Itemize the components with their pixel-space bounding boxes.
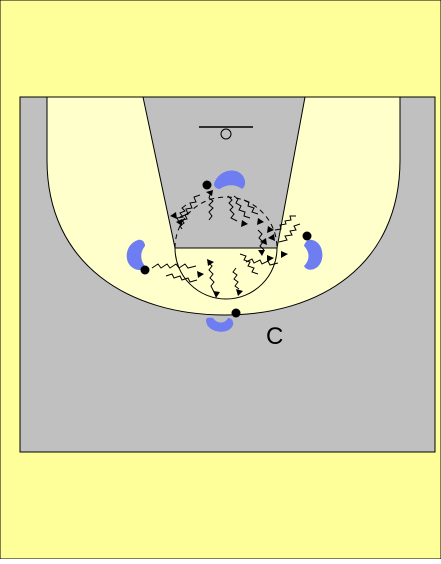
player-left bbox=[126, 239, 150, 275]
arrow-head-icon bbox=[281, 251, 288, 258]
dribble-path-icon bbox=[208, 191, 214, 221]
dribble-path-icon bbox=[239, 253, 259, 275]
dribble-path-icon bbox=[232, 267, 240, 290]
arrow-heads bbox=[170, 190, 288, 298]
coach-label: C bbox=[266, 323, 283, 350]
free-throw-circle bbox=[174, 247, 278, 300]
dribble-path-icon bbox=[245, 258, 279, 266]
ball-dot-icon bbox=[302, 231, 312, 241]
arrow-head-icon bbox=[257, 218, 264, 225]
player-marker-icon bbox=[206, 317, 234, 332]
basket-hoop-icon bbox=[199, 126, 253, 140]
player-top bbox=[202, 170, 246, 190]
arrow-head-icon bbox=[176, 219, 182, 226]
dribble-path-icon bbox=[151, 263, 197, 269]
dribble-path-icon bbox=[227, 195, 238, 222]
player-right bbox=[302, 231, 323, 270]
arrow-head-icon bbox=[170, 212, 177, 219]
player-marker-icon bbox=[126, 239, 145, 271]
dribble-path-icon bbox=[278, 223, 301, 243]
dribble-path-icon bbox=[207, 261, 215, 293]
player-marker-icon bbox=[214, 170, 246, 189]
arrow-head-icon bbox=[236, 289, 243, 296]
arrow-head-icon bbox=[268, 234, 275, 241]
ball-dot-icon bbox=[140, 265, 150, 275]
arrow-head-icon bbox=[260, 238, 267, 245]
arrow-head-icon bbox=[207, 259, 214, 266]
arrow-head-icon bbox=[206, 190, 213, 196]
ball-dot-icon bbox=[231, 308, 241, 318]
dribble-path-icon bbox=[233, 195, 251, 219]
player-bottom bbox=[206, 308, 241, 332]
ball-dot-icon bbox=[202, 180, 212, 190]
dribble-path-icon bbox=[274, 215, 296, 231]
arrow-head-icon bbox=[213, 291, 220, 298]
player-marker-icon bbox=[304, 239, 323, 270]
arrow-head-icon bbox=[197, 271, 204, 278]
arrow-head-icon bbox=[258, 250, 265, 256]
dribble-path-icon bbox=[243, 199, 259, 215]
arrow-head-icon bbox=[267, 226, 274, 233]
arrow-head-icon bbox=[241, 220, 248, 227]
dribble-paths bbox=[151, 191, 301, 293]
dribble-path-icon bbox=[176, 204, 187, 223]
dribble-path-icon bbox=[257, 229, 265, 251]
dribble-path-icon bbox=[165, 273, 198, 283]
arrow-head-icon bbox=[267, 255, 274, 262]
